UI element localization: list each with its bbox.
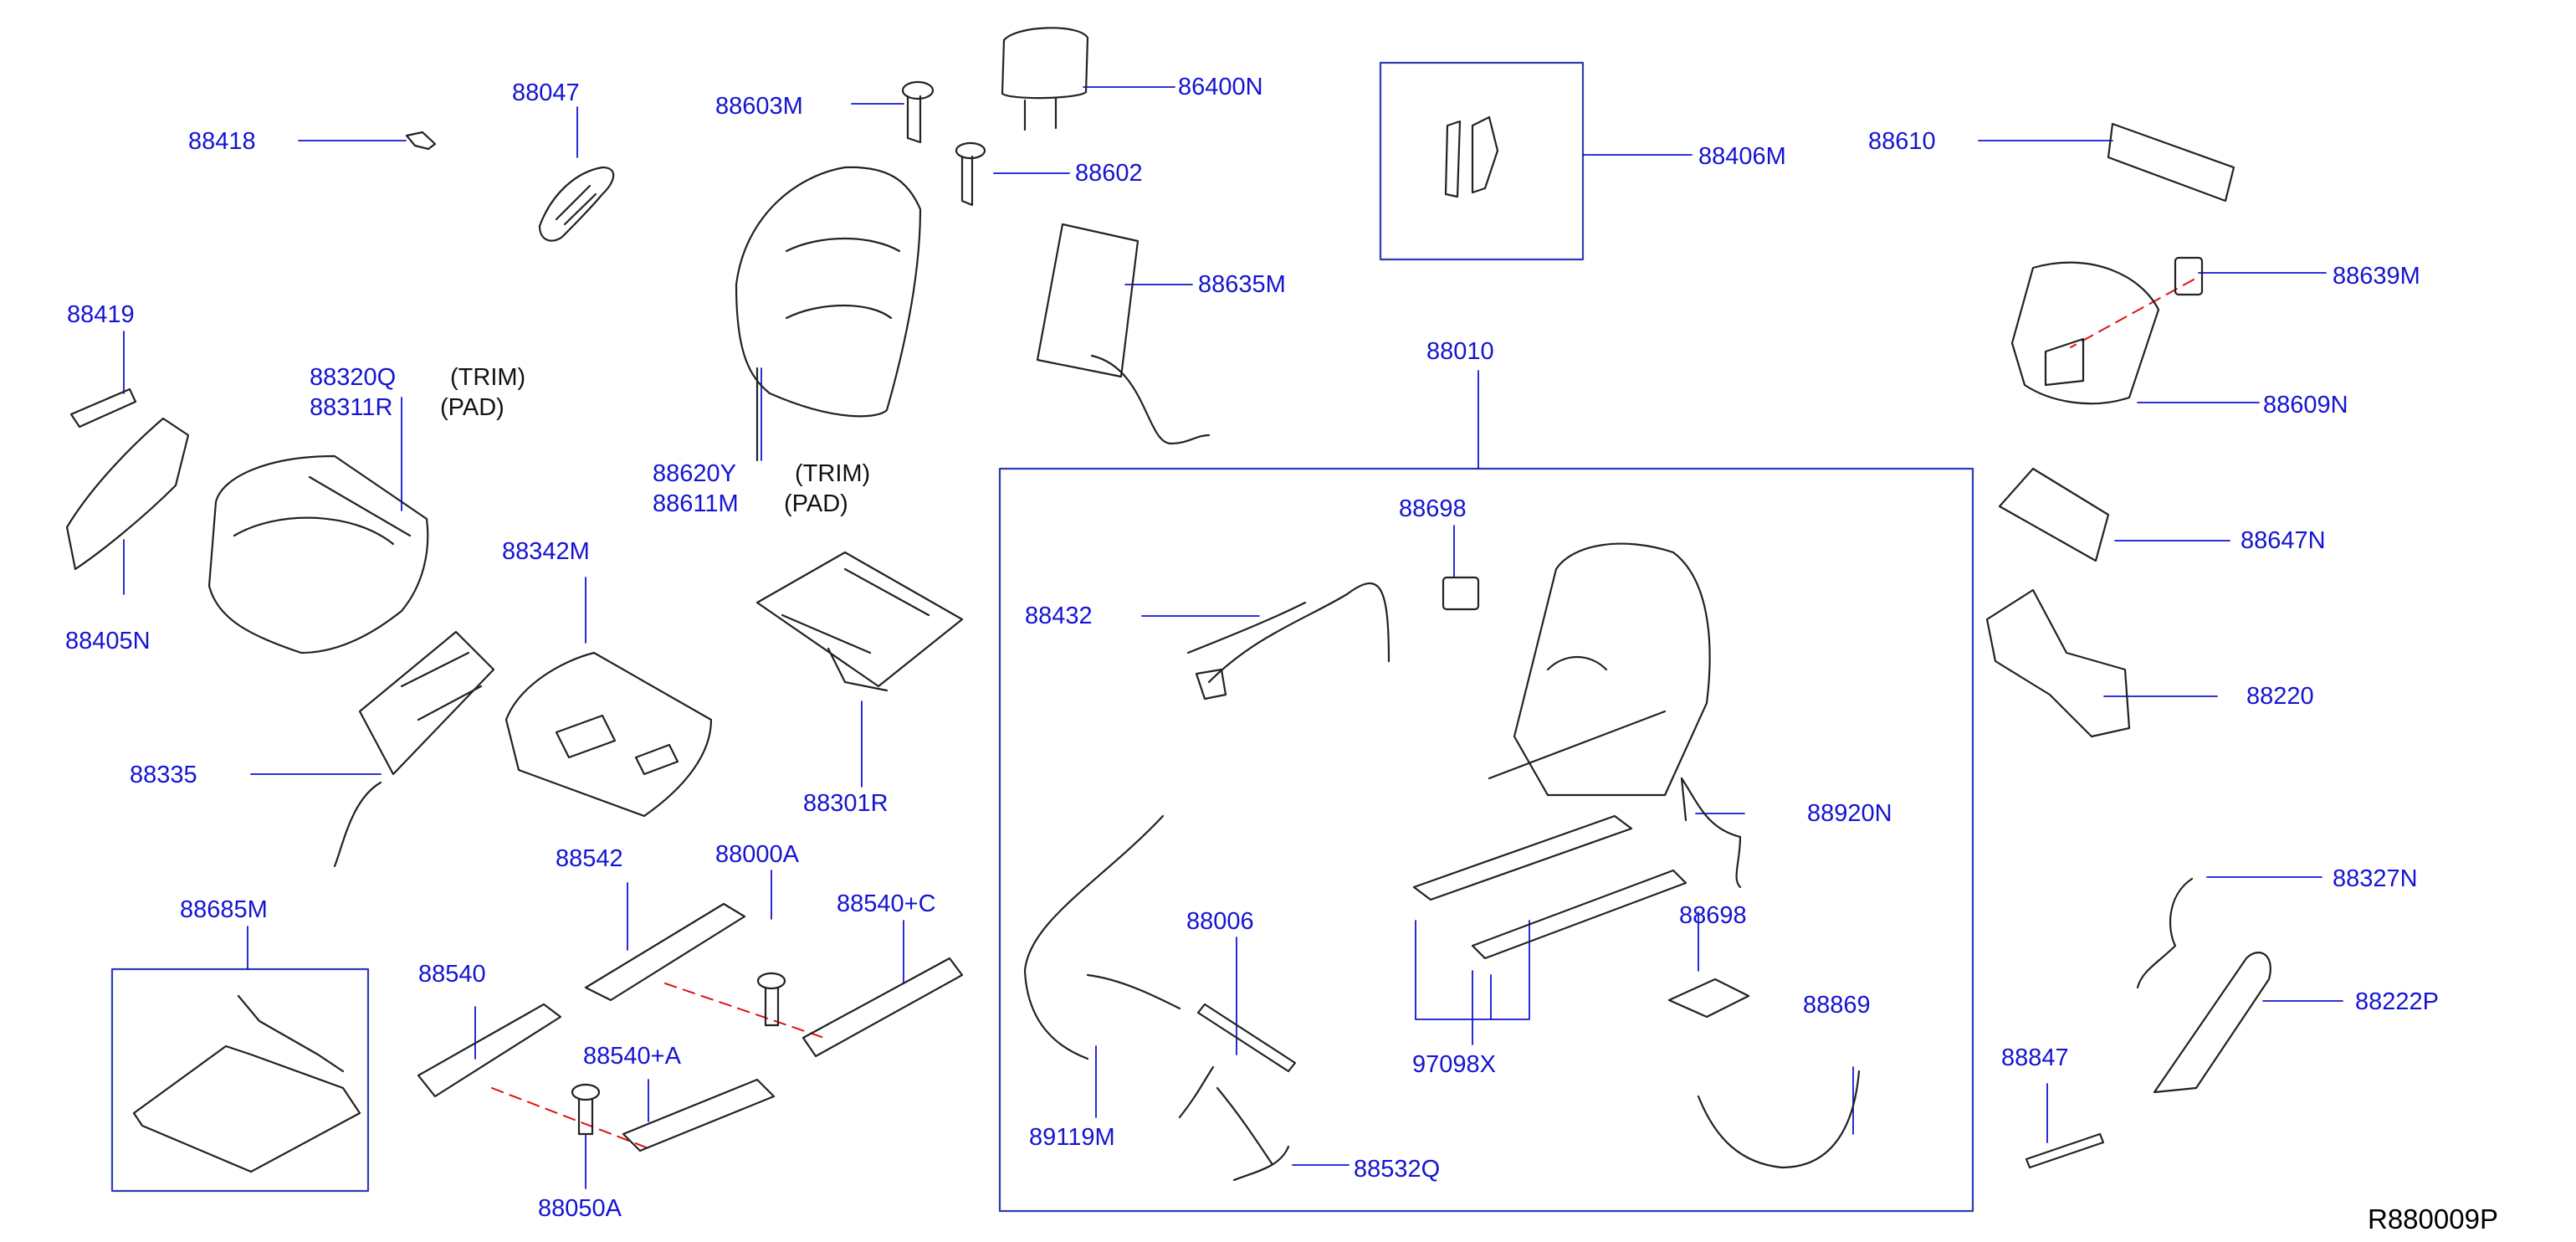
label-88542: 88542 [556, 845, 623, 872]
cable-88869 [1697, 1070, 1861, 1169]
box-88406m [1379, 61, 1585, 261]
slide-rail-icon [417, 902, 964, 1152]
label-88010: 88010 [1426, 338, 1494, 365]
bar-88006 [1196, 1003, 1297, 1073]
cover-88222p [2153, 952, 2271, 1094]
bolt-88050a [571, 1083, 601, 1136]
label-88609n: 88609N [2263, 392, 2348, 418]
label-88685m: 88685M [180, 896, 268, 923]
note-trim-2: (TRIM) [795, 460, 871, 487]
label-88698a: 88698 [1399, 495, 1467, 522]
label-88620y: 88620Y [653, 460, 736, 487]
cable-89119m [1023, 814, 1181, 1060]
label-97098x: 97098X [1412, 1051, 1496, 1078]
label-88220: 88220 [2246, 683, 2314, 710]
label-88635m: 88635M [1198, 271, 1286, 298]
box-88010 [998, 467, 1974, 1213]
seat-cushion-icon [207, 454, 429, 654]
switch-88639m [2174, 256, 2204, 296]
seat-frame-icon [755, 551, 964, 692]
box-88685m [110, 967, 370, 1193]
label-88540: 88540 [418, 961, 486, 988]
switch-88419 [69, 387, 137, 429]
label-88327n: 88327N [2333, 865, 2418, 892]
label-88540c: 88540+C [837, 890, 936, 917]
clip-88418 [405, 131, 437, 151]
rod-88847 [2025, 1132, 2105, 1169]
bracket-88220 [1985, 588, 2131, 738]
headrest-guide-88602 [955, 141, 986, 207]
bracket-88698b [1667, 978, 1750, 1019]
label-88847: 88847 [2001, 1044, 2069, 1071]
label-88869: 88869 [1803, 992, 1871, 1019]
headrest-guide-88603m [901, 80, 935, 144]
label-88418: 88418 [188, 128, 256, 155]
label-86400n: 86400N [1178, 74, 1263, 100]
frame-88685m [132, 994, 361, 1173]
label-88611m: 88611M [653, 490, 739, 517]
dashed-links [491, 279, 2194, 1149]
label-88301r: 88301R [803, 790, 889, 817]
wire-88327n [2136, 877, 2194, 989]
note-trim-1: (TRIM) [450, 364, 526, 391]
plate-88647n [1998, 467, 2110, 562]
label-88000a: 88000A [715, 841, 799, 868]
side-shield-88405n [65, 417, 190, 571]
harness-88920n [1680, 777, 1742, 889]
label-88419: 88419 [67, 301, 135, 328]
back-panel-88609n [2010, 261, 2160, 405]
label-88311r: 88311R [310, 394, 393, 421]
label-89119m: 89119M [1029, 1124, 1115, 1151]
label-88639m: 88639M [2333, 263, 2420, 290]
plate-88610 [2107, 122, 2235, 203]
label-88920n: 88920N [1807, 800, 1892, 827]
label-88047: 88047 [512, 80, 580, 106]
label-88698b: 88698 [1679, 902, 1747, 929]
block-88698a [1442, 576, 1480, 611]
heater-mat-88335 [333, 630, 495, 868]
board-88635m [1036, 223, 1211, 445]
label-88050a: 88050A [538, 1195, 622, 1222]
bracket-88406m [1444, 115, 1499, 198]
label-88647n: 88647N [2241, 527, 2326, 554]
label-88335: 88335 [130, 762, 197, 788]
wire-harness-icon [1195, 582, 1390, 701]
headrest-icon [1001, 27, 1089, 131]
note-pad-1: (PAD) [440, 394, 504, 421]
label-88342m: 88342M [502, 538, 590, 565]
bolt-icon [756, 972, 786, 1027]
knob-88047 [538, 166, 615, 242]
label-88006: 88006 [1186, 908, 1254, 935]
diagram-reference: R880009P [2368, 1204, 2498, 1234]
label-88406m: 88406M [1698, 143, 1786, 170]
seat-frame-assembly-88010 [1186, 542, 1711, 960]
label-88540a: 88540+A [583, 1043, 681, 1070]
note-pad-2: (PAD) [784, 490, 848, 517]
label-88320q: 88320Q [310, 364, 397, 391]
leader-lines [123, 86, 2343, 1189]
label-88603m: 88603M [715, 93, 803, 120]
wires-88532q [1178, 1065, 1290, 1182]
label-88532q: 88532Q [1354, 1156, 1441, 1183]
label-88610: 88610 [1868, 128, 1936, 155]
label-88222p: 88222P [2355, 988, 2439, 1015]
label-88602: 88602 [1075, 160, 1143, 187]
label-88432: 88432 [1025, 603, 1093, 629]
label-88405n: 88405N [65, 628, 151, 654]
lower-panel-88342m [504, 651, 713, 818]
seatback-pad-icon [735, 166, 922, 462]
